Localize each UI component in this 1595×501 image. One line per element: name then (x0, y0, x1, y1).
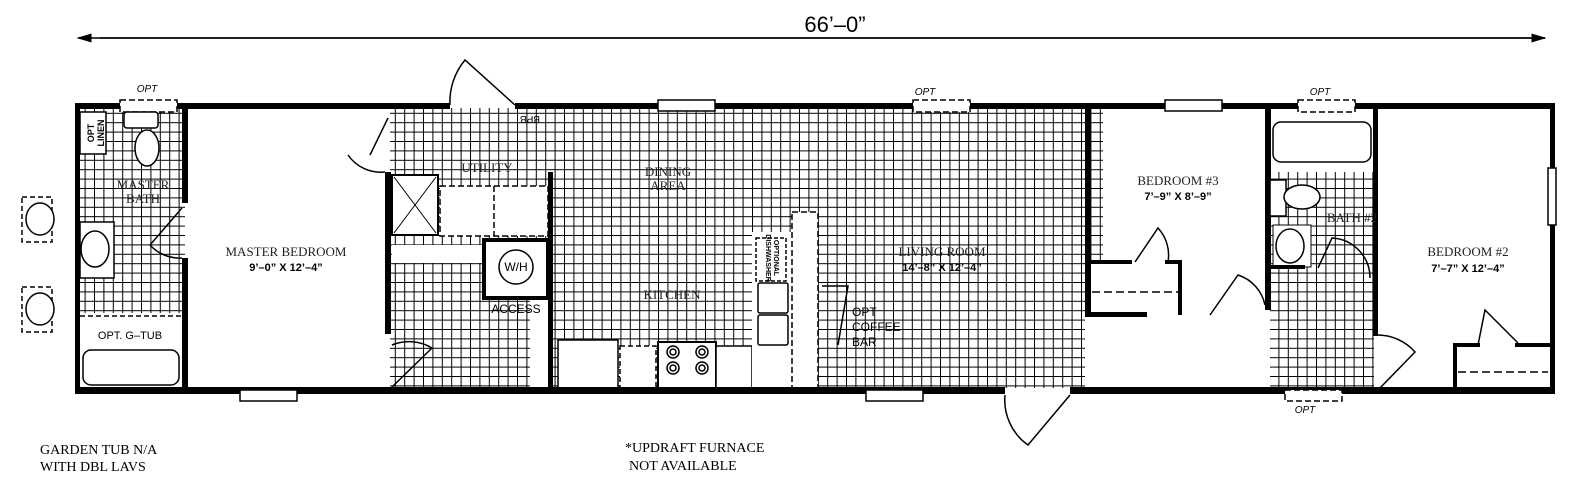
coffee-bar-label: OPT COFFEE BAR (852, 305, 904, 349)
sink-icon (80, 230, 110, 268)
master-bath-fixtures (21, 111, 1372, 386)
room-label-master-bedroom: MASTER BEDROOM (226, 244, 347, 259)
closet-shelves (1092, 291, 1548, 373)
overall-dimension: 66’–0” (804, 12, 865, 37)
room-size-living-room: 14’–8” X 12’–4” (902, 262, 982, 274)
toilet-bowl (134, 129, 160, 167)
toilet-tank (123, 111, 159, 129)
room-label-bedroom-2: BEDROOM #2 (1427, 244, 1508, 259)
closets (1090, 260, 1550, 392)
bathtub (1272, 121, 1372, 163)
room-label-living-room: LIVING ROOM (898, 244, 985, 259)
opt-label: OPT (137, 84, 158, 95)
room-label-utility: UTILITY (461, 160, 513, 175)
window-opt (912, 99, 971, 113)
range-burners (666, 345, 709, 375)
toilet-bowl (1283, 184, 1321, 210)
opt-linen-label: OPTLINEN (86, 120, 106, 147)
room-size-master-bedroom: 9’–0” X 12’–4” (249, 262, 322, 274)
front-door (449, 58, 516, 106)
room-label-kitchen: KITCHEN (643, 287, 701, 302)
linen-closet (79, 111, 107, 155)
windows (119, 99, 1557, 402)
window-opt (119, 99, 178, 113)
g-tub-label: OPT. G–TUB (98, 330, 162, 342)
note-furnace: *UPDRAFT FURNACE NOT AVAILABLE (625, 441, 768, 474)
bpb-label: BPB (520, 113, 540, 124)
access-label: ACCESS (491, 302, 540, 316)
sink-icon (757, 282, 789, 314)
sink-icon (1275, 228, 1305, 264)
sink-icon (25, 292, 55, 326)
doors (149, 58, 1519, 447)
dishwasher-label: OPTIONALDISHWASHER (764, 234, 779, 281)
window-opt (1297, 99, 1356, 113)
window-opt (1284, 389, 1343, 402)
room-label-bedroom-3: BEDROOM #3 (1137, 173, 1218, 188)
dishwasher (755, 237, 787, 282)
opt-label: OPT (915, 87, 936, 98)
sink-icon (757, 314, 789, 346)
water-heater-icon (498, 249, 534, 285)
water-heater-label: W/H (504, 260, 527, 274)
coffee-bar-line (822, 285, 849, 346)
opt-label: OPT (1295, 405, 1316, 416)
room-label-bath-2: BATH #2 (1327, 210, 1377, 225)
bathtub (82, 349, 180, 386)
room-size-bedroom-3: 7’–9” X 8’–9” (1144, 191, 1211, 203)
sink-icon (25, 202, 55, 236)
note-garden-tub: GARDEN TUB N/A WITH DBL LAVS (40, 443, 160, 475)
rear-door (1004, 394, 1071, 447)
opt-label: OPT (1310, 87, 1331, 98)
room-size-bedroom-2: 7’–7” X 12’–4” (1431, 263, 1504, 275)
